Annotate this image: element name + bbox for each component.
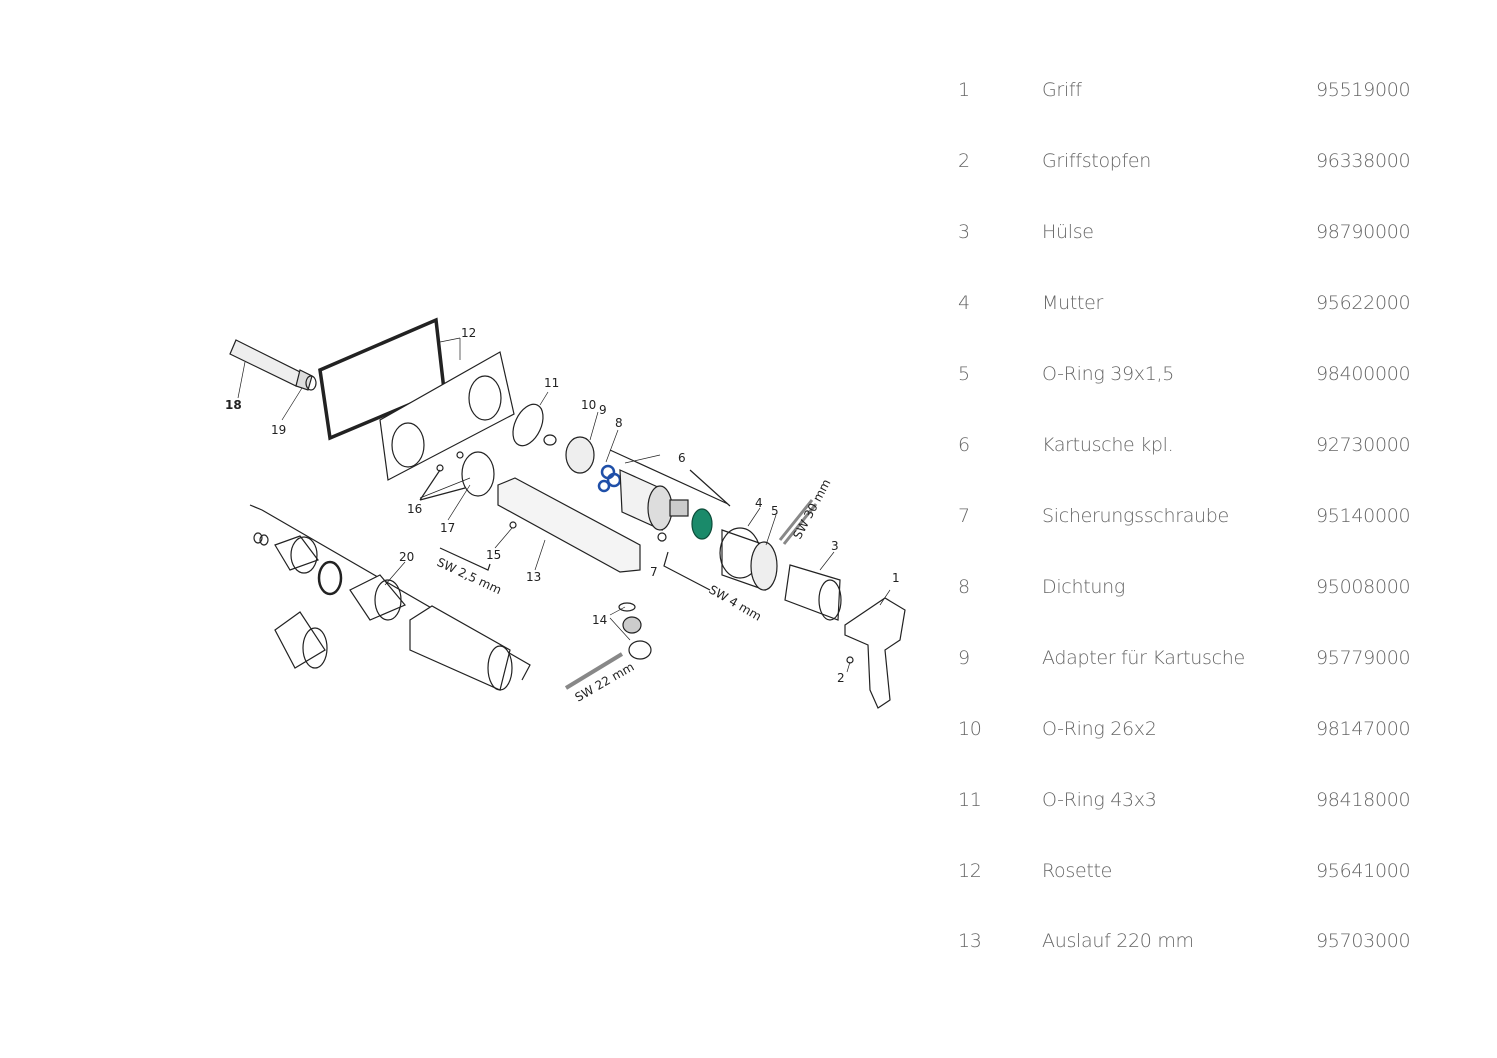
exploded-diagram: 1 2 3 4 5 6 7 8 9 10 11 12 13 14 15 16 1… xyxy=(225,317,906,709)
part-4-nut xyxy=(719,527,778,591)
label-9: 9 xyxy=(599,403,607,417)
part-11-o-ring xyxy=(512,403,544,447)
label-19: 19 xyxy=(271,423,286,437)
part-7-screw xyxy=(657,532,667,542)
label-12: 12 xyxy=(461,326,476,340)
part-18-hose xyxy=(229,339,317,391)
wrench-30-icon xyxy=(778,499,818,545)
label-5: 5 xyxy=(771,504,779,518)
part-12-rosette xyxy=(318,317,515,481)
part-8-seal xyxy=(597,464,622,493)
label-14: 14 xyxy=(592,613,607,627)
wrench-22-icon xyxy=(564,652,624,690)
label-13: 13 xyxy=(526,570,541,584)
label-10: 10 xyxy=(581,398,596,412)
part-6-cartridge xyxy=(609,449,731,531)
part-nut-green xyxy=(691,508,713,540)
label-20: 20 xyxy=(399,550,414,564)
part-3-sleeve xyxy=(784,564,842,621)
part-20-body xyxy=(249,504,531,691)
label-6: 6 xyxy=(678,451,686,465)
part-9-adapter xyxy=(543,434,595,474)
label-15: 15 xyxy=(486,548,501,562)
hex-key-2-5 xyxy=(439,547,491,571)
hex-key-4 xyxy=(663,551,711,591)
part-14-aerator xyxy=(618,602,652,660)
part-1-handle xyxy=(844,597,906,709)
label-16: 16 xyxy=(407,502,422,516)
label-17: 17 xyxy=(440,521,455,535)
part-15-screw xyxy=(509,521,517,529)
label-18: 18 xyxy=(225,398,242,412)
label-11: 11 xyxy=(544,376,559,390)
label-7: 7 xyxy=(650,565,658,579)
label-1: 1 xyxy=(892,571,900,585)
label-2: 2 xyxy=(837,671,845,685)
label-8: 8 xyxy=(615,416,623,430)
label-3: 3 xyxy=(831,539,839,553)
part-13-spout xyxy=(497,477,641,573)
label-4: 4 xyxy=(755,496,763,510)
